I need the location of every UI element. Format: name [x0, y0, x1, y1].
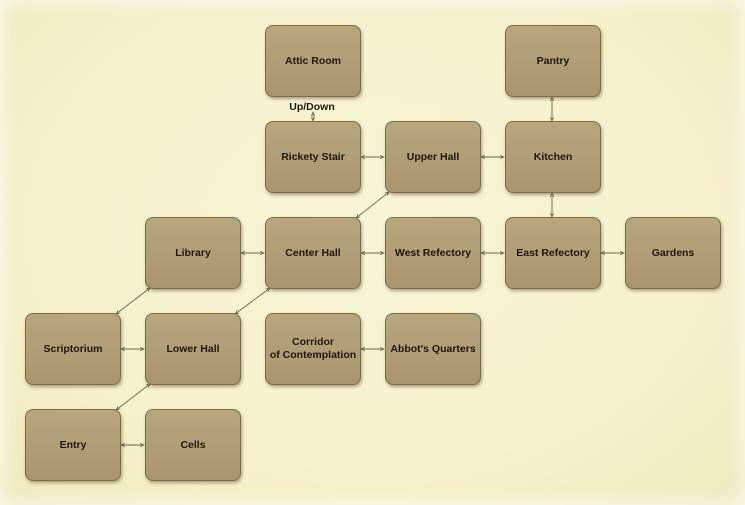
room-west-refectory[interactable]: West Refectory [385, 217, 481, 289]
room-gardens[interactable]: Gardens [625, 217, 721, 289]
link-lowerhall-entry [116, 384, 150, 410]
room-pantry[interactable]: Pantry [505, 25, 601, 97]
room-center-hall[interactable]: Center Hall [265, 217, 361, 289]
room-upper-hall[interactable]: Upper Hall [385, 121, 481, 193]
room-rickety-stair[interactable]: Rickety Stair [265, 121, 361, 193]
room-lower-hall[interactable]: Lower Hall [145, 313, 241, 385]
room-scriptorium[interactable]: Scriptorium [25, 313, 121, 385]
room-abbots-quarters[interactable]: Abbot's Quarters [385, 313, 481, 385]
link-centerhall-lowerhall [235, 288, 270, 314]
room-east-refectory[interactable]: East Refectory [505, 217, 601, 289]
room-corridor-of-contemplation[interactable]: Corridor of Contemplation [265, 313, 361, 385]
room-kitchen[interactable]: Kitchen [505, 121, 601, 193]
link-library-scriptorium [116, 288, 150, 314]
room-cells[interactable]: Cells [145, 409, 241, 481]
room-library[interactable]: Library [145, 217, 241, 289]
up-down-label: Up/Down [289, 101, 335, 113]
link-upperhall-centerhall [356, 192, 389, 218]
room-entry[interactable]: Entry [25, 409, 121, 481]
room-attic-room[interactable]: Attic Room [265, 25, 361, 97]
